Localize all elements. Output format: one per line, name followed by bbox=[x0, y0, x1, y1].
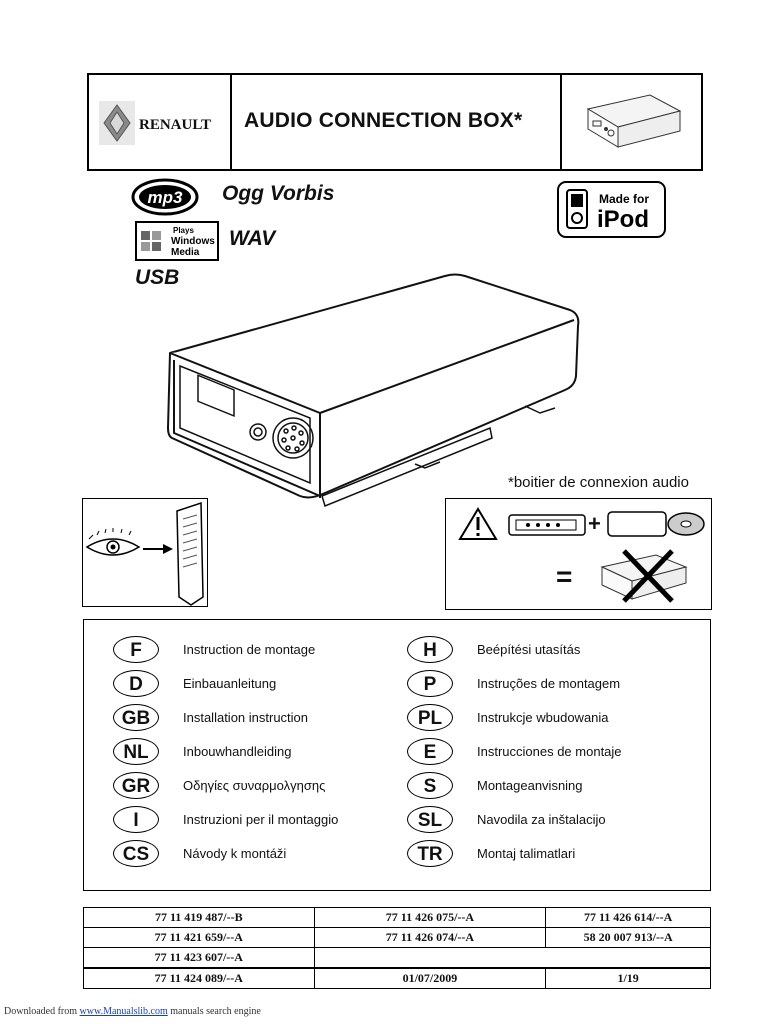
header-table: RENAULT AUDIO CONNECTION BOX* bbox=[87, 73, 703, 171]
manualslib-link[interactable]: www.Manualslib.com bbox=[79, 1006, 168, 1017]
ref-cell: 77 11 421 659/--A bbox=[83, 927, 315, 948]
lang-text: Návody k montáži bbox=[183, 846, 287, 861]
renault-diamond-icon bbox=[99, 101, 135, 145]
box-crossed-out-icon bbox=[600, 549, 688, 603]
table-row: 77 11 419 487/--B 77 11 426 075/--A 77 1… bbox=[83, 907, 711, 928]
lang-text: Einbauanleitung bbox=[183, 676, 277, 691]
lang-code: CS bbox=[113, 840, 159, 867]
table-row: 77 11 423 607/--A bbox=[83, 947, 712, 969]
languages-box: F Instruction de montage D Einbauanleitu… bbox=[83, 619, 711, 891]
ref-cell: 77 11 426 074/--A bbox=[313, 927, 547, 948]
lang-code: E bbox=[407, 738, 453, 765]
svg-text:Made for: Made for bbox=[599, 192, 649, 206]
radio-unit-icon bbox=[508, 514, 586, 536]
lang-text: Installation instruction bbox=[183, 710, 309, 725]
page-number-cell: 1/19 bbox=[545, 967, 711, 989]
warning-triangle-icon bbox=[458, 507, 498, 540]
lang-code: I bbox=[113, 806, 159, 833]
lang-code: F bbox=[113, 636, 159, 663]
lang-text: Instruções de montagem bbox=[477, 676, 621, 691]
lang-text: Inbouwhandleiding bbox=[183, 744, 292, 759]
lang-text: Navodila za inštalacijo bbox=[477, 812, 606, 827]
windows-media-logo: Plays Windows Media bbox=[135, 221, 219, 261]
lang-text: Beépítési utasítás bbox=[477, 642, 581, 657]
ref-cell: 77 11 426 614/--A bbox=[545, 907, 711, 928]
lang-code: D bbox=[113, 670, 159, 697]
mp3-logo: mp3 bbox=[131, 178, 199, 216]
table-row: 77 11 424 089/--A 01/07/2009 1/19 bbox=[83, 967, 711, 989]
lang-text: Instrucciones de montaje bbox=[477, 744, 622, 759]
ref-cell bbox=[313, 947, 712, 969]
made-for-ipod-badge: Made for iPod bbox=[557, 181, 666, 238]
table-row: 77 11 421 659/--A 77 11 426 074/--A 58 2… bbox=[83, 927, 711, 948]
lang-code: GB bbox=[113, 704, 159, 731]
format-ogg: Ogg Vorbis bbox=[222, 182, 335, 205]
svg-text:Plays: Plays bbox=[173, 226, 194, 235]
ref-cell: 77 11 424 089/--A bbox=[83, 967, 315, 989]
lang-text: Instrukcje wbudowania bbox=[477, 710, 609, 725]
read-instructions-box bbox=[82, 498, 208, 607]
footer-prefix: Downloaded from bbox=[4, 1006, 80, 1017]
lang-code: H bbox=[407, 636, 453, 663]
lang-code: P bbox=[407, 670, 453, 697]
lang-code: S bbox=[407, 772, 453, 799]
footer: Downloaded from www.Manualslib.com manua… bbox=[4, 1006, 261, 1017]
lang-code: NL bbox=[113, 738, 159, 765]
eye-reading-icon bbox=[85, 501, 204, 606]
svg-text:Windows: Windows bbox=[171, 236, 215, 247]
brand-name: RENAULT bbox=[139, 117, 211, 133]
lang-code: SL bbox=[407, 806, 453, 833]
lang-text: Οδηγίες συναρμολγησης bbox=[183, 778, 326, 793]
lang-text: Montageanvisning bbox=[477, 778, 583, 793]
lang-text: Instruzioni per il montaggio bbox=[183, 812, 339, 827]
plus-sign: + bbox=[588, 511, 601, 536]
caption-boitier: *boitier de connexion audio bbox=[508, 474, 689, 491]
page-title: AUDIO CONNECTION BOX* bbox=[244, 109, 523, 132]
footer-suffix: manuals search engine bbox=[167, 1006, 261, 1017]
device-thumbnail bbox=[586, 94, 682, 148]
ref-cell: 77 11 426 075/--A bbox=[313, 907, 547, 928]
warning-box: + = bbox=[445, 498, 712, 610]
thumbnail-cell bbox=[562, 75, 701, 169]
ref-cell: 58 20 007 913/--A bbox=[545, 927, 711, 948]
lang-code: TR bbox=[407, 840, 453, 867]
svg-text:mp3: mp3 bbox=[148, 188, 184, 207]
format-wav: WAV bbox=[229, 227, 276, 250]
ref-cell: 77 11 419 487/--B bbox=[83, 907, 315, 928]
reference-table: 77 11 419 487/--B 77 11 426 075/--A 77 1… bbox=[83, 907, 712, 989]
player-and-disc-icon bbox=[607, 511, 705, 537]
title-cell: AUDIO CONNECTION BOX* bbox=[232, 75, 562, 169]
lang-code: GR bbox=[113, 772, 159, 799]
audio-box-illustration bbox=[167, 273, 580, 508]
lang-code: PL bbox=[407, 704, 453, 731]
equals-sign: = bbox=[556, 561, 573, 592]
format-usb: USB bbox=[135, 266, 180, 289]
lang-text: Montaj talimatlari bbox=[477, 846, 576, 861]
date-cell: 01/07/2009 bbox=[313, 967, 547, 989]
lang-text: Instruction de montage bbox=[183, 642, 316, 657]
svg-text:Media: Media bbox=[171, 247, 200, 258]
svg-text:iPod: iPod bbox=[597, 206, 649, 233]
ref-cell: 77 11 423 607/--A bbox=[83, 947, 315, 969]
logo-cell: RENAULT bbox=[89, 75, 232, 169]
